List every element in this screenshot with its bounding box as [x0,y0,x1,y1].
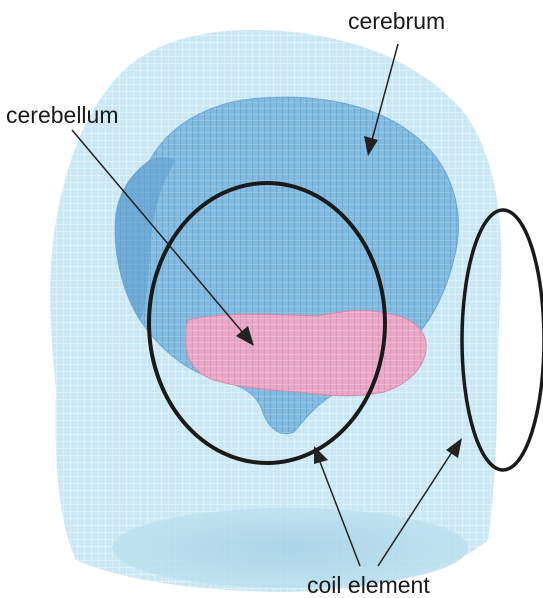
label-cerebrum: cerebrum [348,10,445,33]
label-cerebellum: cerebellum [6,104,119,127]
label-coil-element: coil element [307,574,430,597]
